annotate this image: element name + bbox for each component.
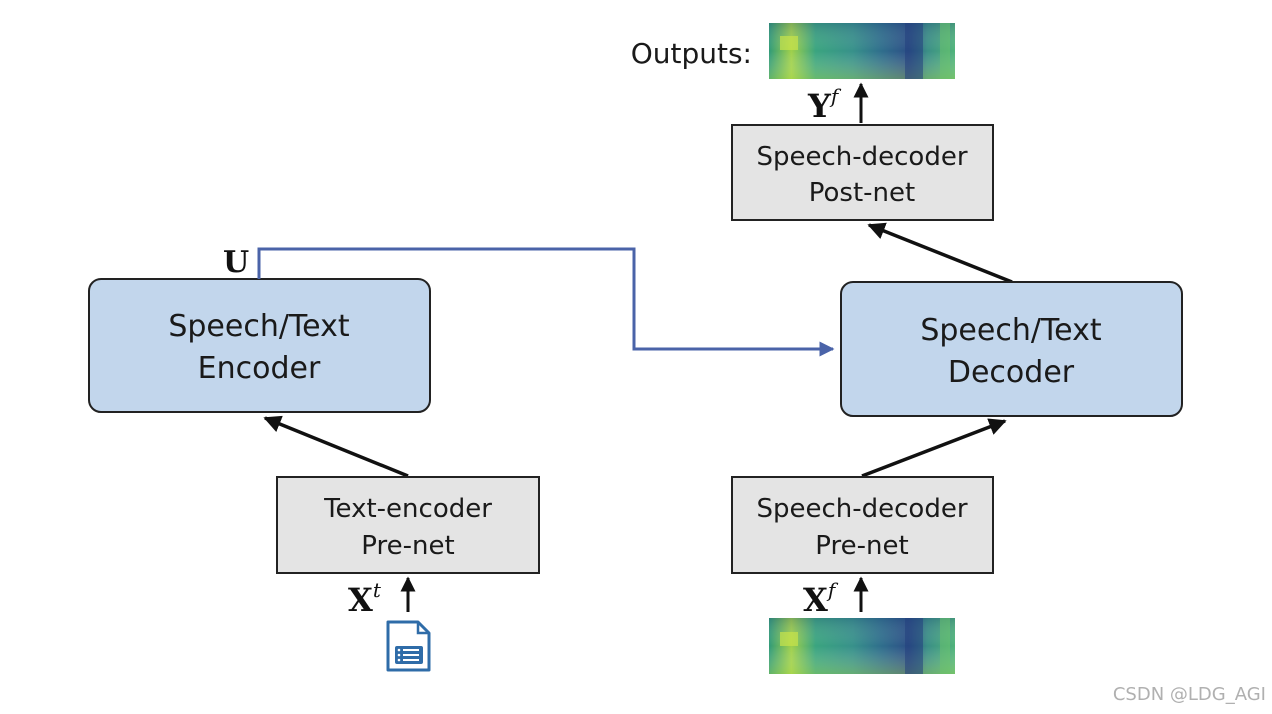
xt-sup: t	[373, 578, 382, 602]
speech-prenet-line1: Speech-decoder	[756, 494, 967, 524]
input-label-xt: Xt	[348, 578, 382, 619]
document-icon	[386, 620, 431, 672]
decoder-line2: Decoder	[948, 355, 1075, 390]
arrow-text-prenet-to-encoder	[263, 415, 409, 478]
yf-sup: f	[829, 84, 842, 108]
arrow-decoder-to-postnet	[867, 222, 1013, 284]
text-prenet-line2: Pre-net	[361, 531, 454, 561]
speech-text-decoder-box: Speech/Text Decoder	[840, 281, 1183, 417]
speech-decoder-prenet-box: Speech-decoder Pre-net	[731, 476, 994, 574]
cross-attention-connection	[257, 247, 835, 357]
text-prenet-line1: Text-encoder	[323, 494, 492, 524]
input-spectrogram	[769, 618, 955, 674]
watermark: CSDN @LDG_AGI	[1113, 684, 1266, 705]
encoder-line2: Encoder	[198, 351, 321, 386]
arrow-speech-prenet-to-decoder	[861, 418, 1007, 478]
decoder-line1: Speech/Text	[920, 313, 1102, 348]
encoder-output-label-u: U	[223, 245, 249, 280]
speech-text-encoder-box: Speech/Text Encoder	[88, 278, 431, 413]
output-label-yf: Yf	[807, 84, 842, 125]
postnet-line1: Speech-decoder	[756, 142, 967, 172]
text-encoder-prenet-box: Text-encoder Pre-net	[276, 476, 540, 574]
outputs-label: Outputs:	[631, 37, 752, 70]
encoder-line1: Speech/Text	[168, 309, 350, 344]
output-spectrogram	[769, 23, 955, 79]
xf-sup: f	[826, 578, 839, 602]
postnet-line2: Post-net	[809, 178, 915, 208]
yf-base: Y	[807, 87, 832, 125]
xt-base: X	[348, 581, 373, 619]
speech-prenet-line2: Pre-net	[815, 531, 908, 561]
speech-decoder-postnet-box: Speech-decoder Post-net	[731, 124, 994, 221]
input-label-xf: Xf	[803, 578, 839, 619]
xf-base: X	[803, 581, 828, 619]
